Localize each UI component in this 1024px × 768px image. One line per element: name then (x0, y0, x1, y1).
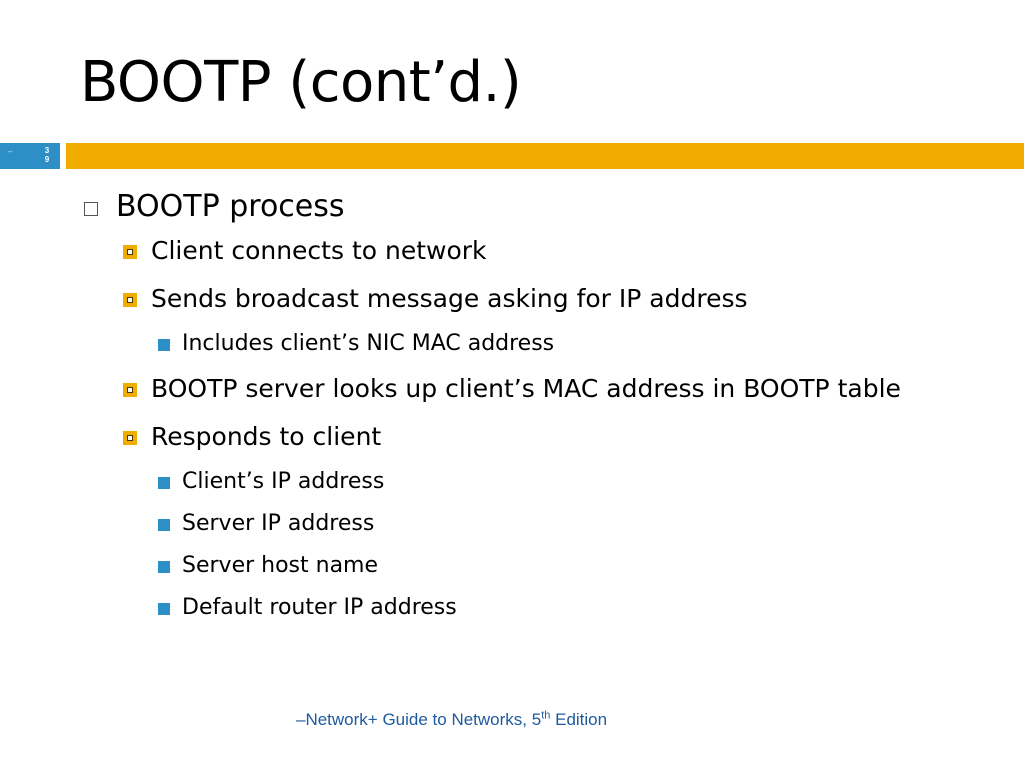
bullet-item: Sends broadcast message asking for IP ad… (84, 279, 984, 319)
hollow-square-bullet-icon (84, 202, 98, 216)
bullet-text: BOOTP server looks up client’s MAC addre… (151, 374, 901, 403)
square-bullet-icon (123, 293, 137, 307)
bullet-item: Server IP address (84, 507, 984, 541)
filled-square-bullet-icon (158, 603, 170, 615)
filled-square-bullet-icon (158, 477, 170, 489)
bullet-text: Default router IP address (182, 595, 457, 620)
bullet-item: Client connects to network (84, 231, 984, 271)
bullet-text: Server host name (182, 553, 379, 578)
bullet-item: Server host name (84, 549, 984, 583)
slide-number-dash: – (8, 147, 13, 156)
bullet-item: BOOTP server looks up client’s MAC addre… (84, 369, 984, 409)
bullet-text: Includes client’s NIC MAC address (182, 331, 555, 356)
header-bar: – 3 9 (0, 143, 1024, 169)
bullet-item: Responds to client (84, 417, 984, 457)
slide-number-box: – 3 9 (0, 143, 60, 169)
bullet-item: Includes client’s NIC MAC address (84, 327, 984, 361)
footer-citation: –Network+ Guide to Networks, 5th Edition (296, 710, 716, 730)
filled-square-bullet-icon (158, 339, 170, 351)
footer-superscript: th (541, 709, 551, 722)
filled-square-bullet-icon (158, 519, 170, 531)
footer-suffix: Edition (550, 710, 608, 729)
bullet-list: BOOTP process Client connects to network… (84, 185, 984, 633)
square-bullet-icon (123, 245, 137, 259)
bullet-text: Server IP address (182, 511, 375, 536)
bullet-item: Client’s IP address (84, 465, 984, 499)
square-bullet-icon (123, 431, 137, 445)
bullet-text: Client’s IP address (182, 469, 385, 494)
bullet-text: Responds to client (151, 422, 382, 451)
accent-bar (66, 143, 1024, 169)
footer-prefix: –Network+ Guide to Networks, 5 (296, 710, 542, 729)
bullet-text: BOOTP process (116, 189, 345, 224)
square-bullet-icon (123, 383, 137, 397)
bullet-text: Client connects to network (151, 236, 487, 265)
bullet-item: BOOTP process (84, 185, 984, 229)
bullet-item: Default router IP address (84, 591, 984, 625)
bullet-text: Sends broadcast message asking for IP ad… (151, 284, 748, 313)
slide-title: BOOTP (cont’d.) (80, 50, 522, 115)
filled-square-bullet-icon (158, 561, 170, 573)
slide-number: 3 9 (44, 146, 50, 164)
